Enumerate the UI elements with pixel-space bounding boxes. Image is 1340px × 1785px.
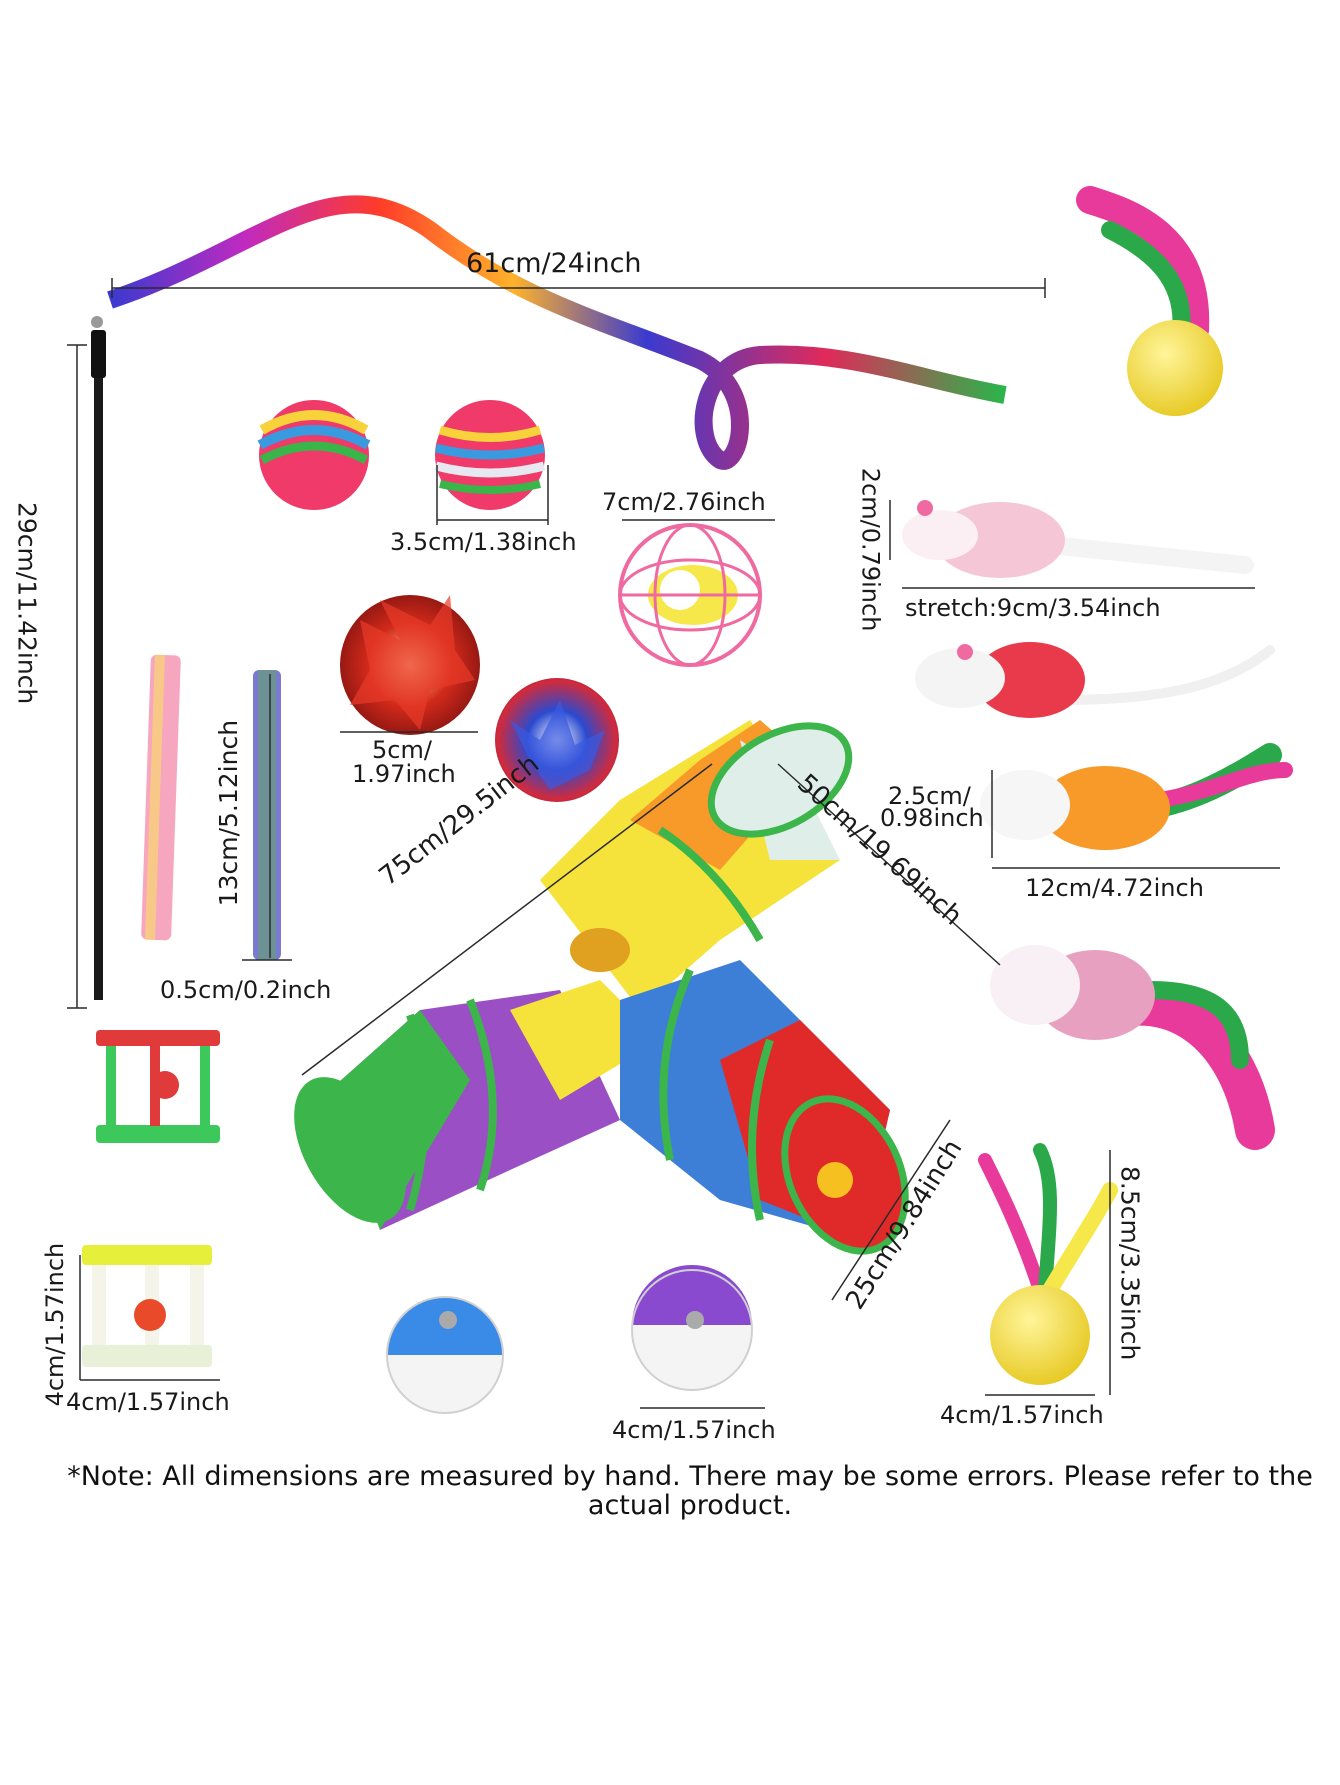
mouse-stretch-label: stretch:9cm/3.54inch	[905, 594, 1161, 622]
roller-width-label: 4cm/1.57inch	[66, 1388, 230, 1416]
rainbow-ball-label: 3.5cm/1.38inch	[390, 528, 577, 556]
feather-mouse-toy	[980, 743, 1293, 850]
bell-ball-label: 4cm/1.57inch	[612, 1416, 776, 1444]
feather-ball-width-label: 4cm/1.57inch	[940, 1401, 1104, 1429]
spring-width-label: 0.5cm/0.2inch	[160, 976, 332, 1004]
plush-mouse-toy	[902, 500, 1254, 578]
mouse-height-label: 2cm/0.79inch	[856, 467, 885, 632]
spring-toy	[141, 654, 181, 941]
feather-mouse-length-label: 12cm/4.72inch	[1025, 874, 1204, 902]
cat-wand-toy	[91, 195, 1007, 1000]
cage-ball-toy	[618, 523, 762, 667]
crinkle-ball-label-line1: 5cm/	[372, 736, 432, 764]
feather-ball-toy	[1076, 186, 1223, 416]
crinkle-ball-label-line2: 1.97inch	[352, 760, 456, 788]
wand-length-label: 61cm/24inch	[466, 248, 642, 279]
cat-tunnel-toy	[294, 720, 909, 1255]
cage-ball-label: 7cm/2.76inch	[602, 488, 766, 516]
feather-mouse-height-label-line2: 0.98inch	[880, 804, 984, 832]
crinkle-ball-toy	[340, 595, 480, 735]
roller-height-label: 4cm/1.57inch	[41, 1242, 70, 1407]
rainbow-foam-ball	[257, 400, 371, 510]
roller-toy	[82, 1245, 212, 1367]
spring-length-label: 13cm/5.12inch	[214, 719, 244, 907]
crinkle-ball-toy	[495, 678, 619, 802]
rainbow-foam-ball	[434, 400, 546, 510]
feather-ball-toy	[978, 1143, 1118, 1385]
bell-ball-toy	[386, 1296, 504, 1414]
feather-mouse-height-label-line1: 2.5cm/	[888, 782, 971, 810]
spring-toy	[253, 670, 281, 960]
roller-toy	[96, 1030, 220, 1143]
wand-height-label: 29cm/11.42inch	[12, 501, 42, 705]
measurement-note: *Note: All dimensions are measured by ha…	[67, 1461, 1313, 1522]
plush-mouse-toy	[915, 642, 1275, 718]
feather-mouse-toy	[990, 945, 1275, 1150]
dimension-lines	[67, 278, 1280, 1409]
feather-ball-height-label: 8.5cm/3.35inch	[1115, 1165, 1145, 1361]
bell-ball-toy	[631, 1265, 753, 1391]
